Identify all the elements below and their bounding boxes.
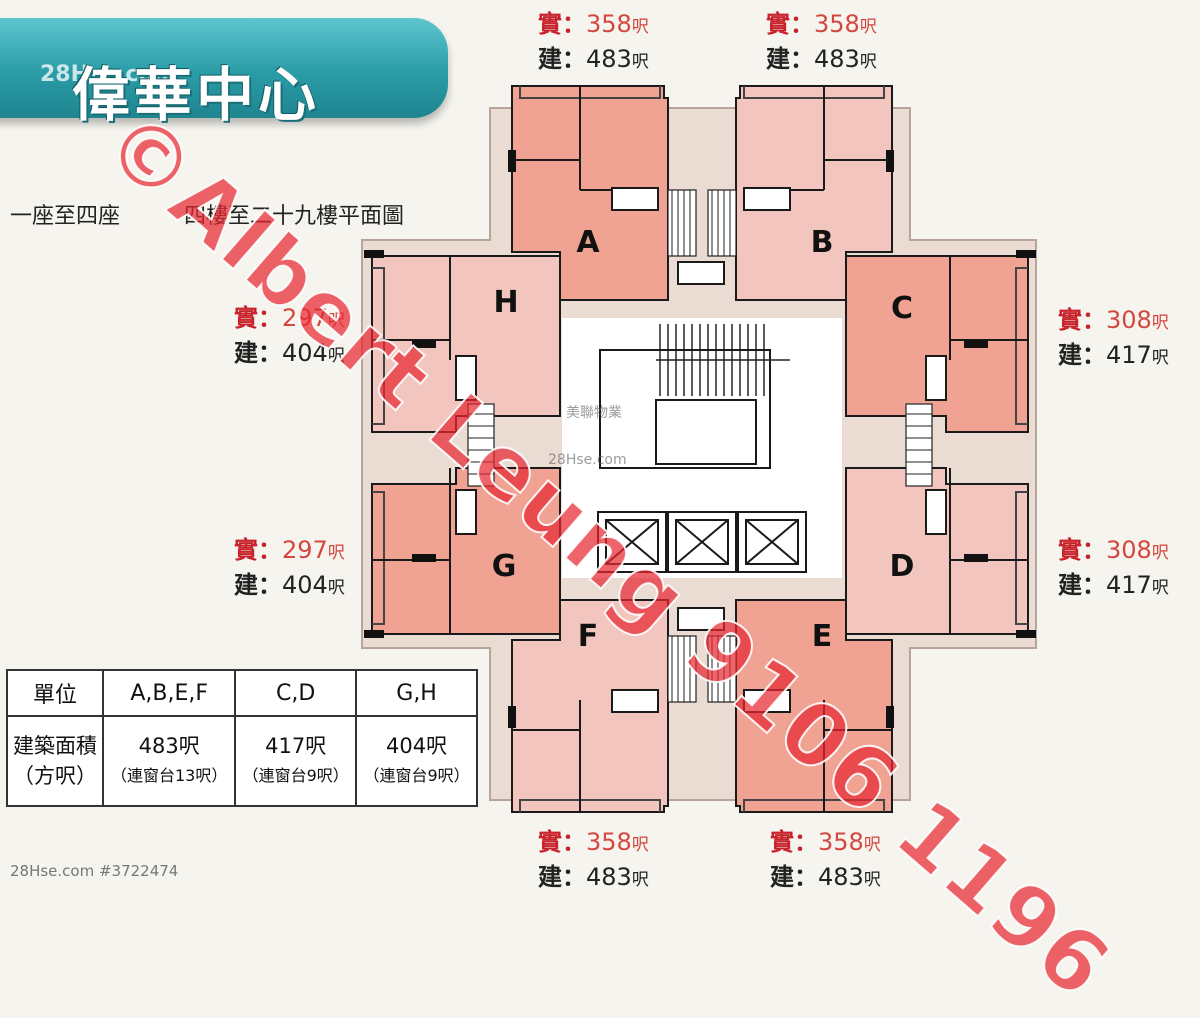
side-stairs (467, 189, 933, 703)
unit-label-f: F (578, 619, 599, 654)
bay-window (519, 799, 661, 812)
subtitle-blocks: 一座至四座 (10, 204, 121, 229)
area-c: 實：308呎 建：417呎 (1058, 306, 1169, 369)
table-row-label: 建築面積 （方呎） (5, 715, 105, 807)
unit-c-shape (845, 255, 1029, 433)
image-credit: 28Hse.com #3722474 (10, 862, 179, 880)
area-top-b: 實：358呎 建：483呎 (766, 10, 877, 73)
table-header-cell: A,B,E,F (102, 669, 237, 717)
wall-ticks (364, 150, 1036, 728)
bay-window (1015, 267, 1028, 425)
center-watermark-agency: 美聯物業 (566, 405, 622, 421)
area-h: 實：297呎 建：404呎 (234, 304, 345, 367)
area-top-a: 實：358呎 建：483呎 (538, 10, 649, 73)
bay-window (519, 86, 661, 99)
room-partitions (372, 86, 1028, 812)
bay-window (372, 267, 385, 425)
table-row: 建築面積 （方呎） 483呎 （連窗台13呎） 417呎 （連窗台9呎） 404… (5, 715, 478, 807)
table-cell: 483呎 （連窗台13呎） (102, 715, 237, 807)
table-header-cell: C,D (234, 669, 358, 717)
stair-treads (468, 190, 932, 702)
page-title: 偉華中心 (72, 61, 321, 129)
unit-label-g: G (492, 549, 517, 584)
area-bottom-e: 實：358呎 建：483呎 (770, 828, 881, 891)
banner-watermark: 28Hse.com (40, 62, 177, 87)
unit-a-shape (511, 85, 669, 301)
unit-h-shape (371, 255, 561, 433)
title-banner: 28Hse.com 偉華中心 (0, 18, 448, 129)
unit-label-d: D (890, 549, 915, 584)
table-cell: 404呎 （連窗台9呎） (355, 715, 478, 807)
unit-label-h: H (493, 285, 518, 320)
unit-label-c: C (891, 291, 913, 326)
table-header-row: 單位 A,B,E,F C,D G,H (5, 669, 478, 717)
unit-label-b: B (811, 225, 834, 260)
unit-label-e: E (812, 619, 833, 654)
bay-window (743, 799, 885, 812)
bathroom-fixtures (455, 187, 947, 713)
area-bottom-f: 實：358呎 建：483呎 (538, 828, 649, 891)
table-header-cell: G,H (355, 669, 478, 717)
unit-label-a: A (576, 225, 600, 260)
center-watermark-site: 28Hse.com (548, 452, 627, 468)
area-d: 實：308呎 建：417呎 (1058, 536, 1169, 599)
table-cell: 417呎 （連窗台9呎） (234, 715, 358, 807)
unit-e-shape (735, 599, 893, 813)
bay-window (372, 491, 385, 625)
floor-plan-drawing: A B H C G D F E (361, 85, 1037, 813)
lobby-room (655, 399, 757, 465)
lift-cars (605, 519, 799, 565)
bay-window (1015, 491, 1028, 625)
floor-plan-page: 28Hse.com 偉華中心 一座至四座 四樓至二十九樓平面圖 (0, 10, 1169, 1018)
central-staircase (656, 324, 790, 396)
bay-window (743, 86, 885, 99)
subtitle-floors: 四樓至二十九樓平面圖 (184, 204, 405, 229)
area-g: 實：297呎 建：404呎 (234, 536, 345, 599)
area-table: 單位 A,B,E,F C,D G,H 建築面積 （方呎） 483呎 （連窗台13… (5, 669, 478, 807)
table-header-cell: 單位 (5, 669, 105, 717)
